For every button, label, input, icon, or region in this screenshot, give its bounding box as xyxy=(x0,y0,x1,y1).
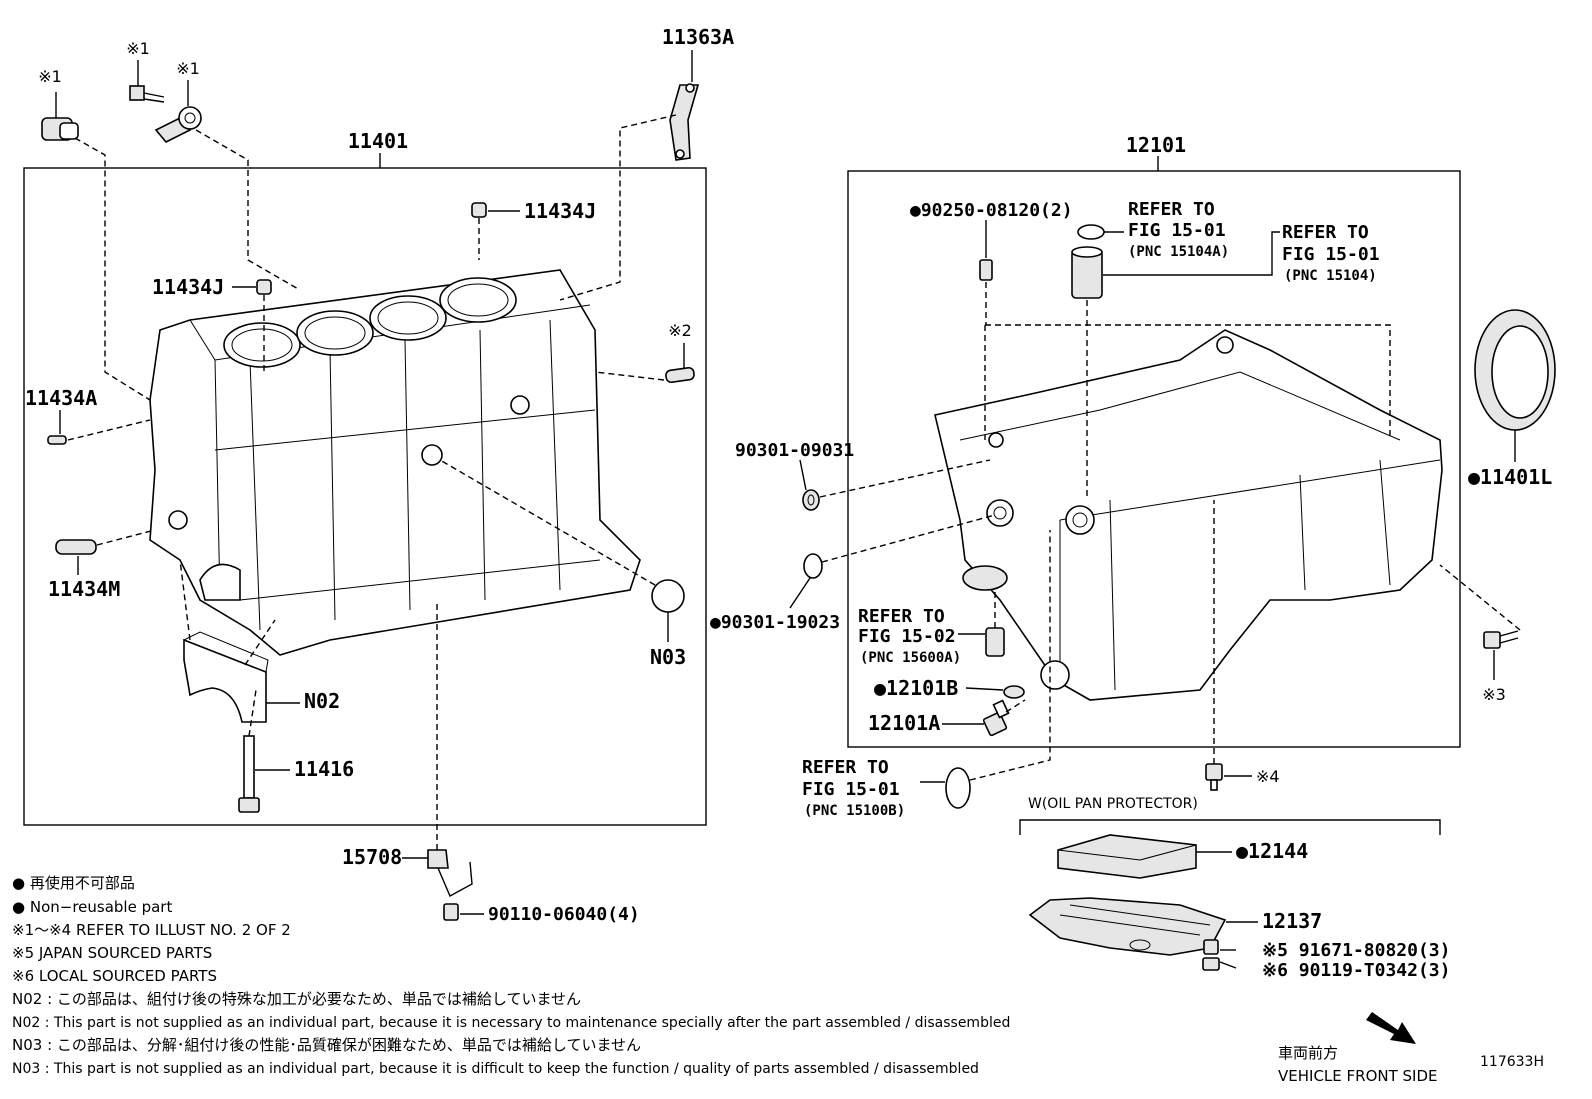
direction-jp: 車両前方 xyxy=(1278,1044,1338,1062)
part-11363A[interactable] xyxy=(669,83,700,161)
refer2-line2[interactable]: FIG 15-01 xyxy=(1282,244,1380,265)
part-mark1-sensor[interactable] xyxy=(41,117,79,141)
mark-1-right: ※1 xyxy=(176,59,200,78)
label-12101B[interactable]: ●12101B xyxy=(874,676,958,700)
part-N02[interactable] xyxy=(183,631,269,723)
label-12137[interactable]: 12137 xyxy=(1262,909,1322,933)
legend-line-7: N02 : This part is not supplied as an in… xyxy=(12,1015,1010,1031)
mark-4: ※4 xyxy=(1256,767,1280,786)
label-N03[interactable]: N03 xyxy=(650,645,686,669)
direction-en: VEHICLE FRONT SIDE xyxy=(1278,1067,1438,1085)
refer2-pnc: (PNC 15104) xyxy=(1284,268,1377,284)
refer3-line2[interactable]: FIG 15-02 xyxy=(858,626,956,647)
mark-1-left: ※1 xyxy=(38,67,62,86)
part-oring-15100B[interactable] xyxy=(945,767,971,809)
part-mark2-pin[interactable] xyxy=(665,366,695,384)
label-90301-09031[interactable]: 90301-09031 xyxy=(735,440,854,461)
part-12137[interactable] xyxy=(1028,897,1227,956)
oil-pan-protector-group: W(OIL PAN PROTECTOR) ●12144 12137 ※5 916… xyxy=(1019,796,1450,981)
refer1-pnc: (PNC 15104A) xyxy=(1128,244,1229,260)
label-11434M[interactable]: 11434M xyxy=(48,577,120,601)
legend-line-2: ● Non−reusable part xyxy=(12,898,172,916)
label-N02[interactable]: N02 xyxy=(304,689,340,713)
part-12101A[interactable] xyxy=(982,699,1010,737)
mark-2: ※2 xyxy=(668,321,692,340)
part-91671-bolt[interactable] xyxy=(1202,939,1220,971)
label-91671[interactable]: ※5 91671-80820(3) xyxy=(1262,940,1450,961)
label-11401[interactable]: 11401 xyxy=(348,129,408,153)
part-11401L[interactable] xyxy=(1474,309,1556,431)
oil-pan-group: 12101 ●90250-08120(2) xyxy=(710,133,1556,819)
part-11434M[interactable] xyxy=(55,539,97,555)
label-11363A[interactable]: 11363A xyxy=(662,25,734,49)
legend-line-4: ※5 JAPAN SOURCED PARTS xyxy=(12,944,212,962)
part-90250[interactable] xyxy=(979,259,993,281)
right-frame xyxy=(847,170,1461,748)
front-arrow-icon xyxy=(1366,1012,1416,1044)
oil-pan[interactable] xyxy=(934,329,1443,701)
label-12101[interactable]: 12101 xyxy=(1126,133,1186,157)
protector-label: W(OIL PAN PROTECTOR) xyxy=(1028,796,1198,812)
label-90119[interactable]: ※6 90119-T0342(3) xyxy=(1262,960,1450,981)
part-11434A[interactable] xyxy=(47,435,67,445)
cylinder-block-group: 11401 xyxy=(23,25,734,925)
part-mark4-bolt[interactable] xyxy=(1205,763,1223,791)
refer1-line2[interactable]: FIG 15-01 xyxy=(1128,220,1226,241)
label-12101A[interactable]: 12101A xyxy=(868,711,940,735)
part-N03[interactable] xyxy=(651,579,685,613)
label-11401L[interactable]: ●11401L xyxy=(1468,465,1552,489)
refer4-pnc: (PNC 15100B) xyxy=(804,803,905,819)
mark-3: ※3 xyxy=(1482,685,1506,704)
label-90250[interactable]: ●90250-08120(2) xyxy=(910,200,1073,221)
refer3-pnc: (PNC 15600A) xyxy=(860,650,961,666)
part-mark1-bolt[interactable] xyxy=(129,85,165,103)
legend-line-8: N03 : この部品は、分解･組付け後の性能･品質確保が困難なため、単品では補給… xyxy=(12,1036,641,1054)
legend-line-6: N02 : この部品は、組付け後の特殊な加工が必要なため、単品では補給していませ… xyxy=(12,990,581,1008)
part-oil-level-15600A[interactable] xyxy=(985,627,1005,657)
part-oring-15104A[interactable] xyxy=(1077,224,1105,240)
part-90110[interactable] xyxy=(443,903,459,921)
label-11416[interactable]: 11416 xyxy=(294,757,354,781)
part-12101B[interactable] xyxy=(1003,685,1025,699)
label-90110[interactable]: 90110-06040(4) xyxy=(488,904,640,925)
part-11434J-top[interactable] xyxy=(471,202,487,218)
legend-line-9: N03 : This part is not supplied as an in… xyxy=(12,1061,979,1077)
part-11416[interactable] xyxy=(238,735,260,813)
label-11434J-mid[interactable]: 11434J xyxy=(152,275,224,299)
cylinder-block[interactable] xyxy=(149,269,641,656)
refer4-line1: REFER TO xyxy=(802,757,889,778)
left-frame xyxy=(23,167,707,826)
part-12144[interactable] xyxy=(1057,834,1197,879)
label-15708[interactable]: 15708 xyxy=(342,845,402,869)
refer4-line2[interactable]: FIG 15-01 xyxy=(802,779,900,800)
label-11434J-top[interactable]: 11434J xyxy=(524,199,596,223)
direction-indicator: 車両前方 VEHICLE FRONT SIDE 117633H xyxy=(1278,1012,1544,1085)
refer1-line1: REFER TO xyxy=(1128,199,1215,220)
part-strainer-15104[interactable] xyxy=(1071,246,1103,299)
label-12144[interactable]: ●12144 xyxy=(1236,839,1308,863)
refer3-line1: REFER TO xyxy=(858,606,945,627)
mark-1-bolt: ※1 xyxy=(126,39,150,58)
label-90301-19023[interactable]: ●90301-19023 xyxy=(710,612,840,633)
part-mark3-bolt[interactable] xyxy=(1483,630,1519,649)
illust-number: 117633H xyxy=(1480,1054,1544,1070)
legend-line-3: ※1～※4 REFER TO ILLUST NO. 2 OF 2 xyxy=(12,921,291,939)
part-90301-19023[interactable] xyxy=(803,553,823,579)
legend-line-5: ※6 LOCAL SOURCED PARTS xyxy=(12,967,217,985)
legend: ● 再使用不可部品 ● Non−reusable part ※1～※4 REFE… xyxy=(12,874,1010,1077)
label-11434A[interactable]: 11434A xyxy=(25,386,97,410)
part-11434J-mid[interactable] xyxy=(256,279,272,295)
part-15708[interactable] xyxy=(427,849,473,897)
part-90301-09031[interactable] xyxy=(802,489,820,511)
legend-line-1: ● 再使用不可部品 xyxy=(12,874,135,892)
part-mark1-bracket-sensor[interactable] xyxy=(154,106,202,143)
refer2-line1: REFER TO xyxy=(1282,222,1369,243)
